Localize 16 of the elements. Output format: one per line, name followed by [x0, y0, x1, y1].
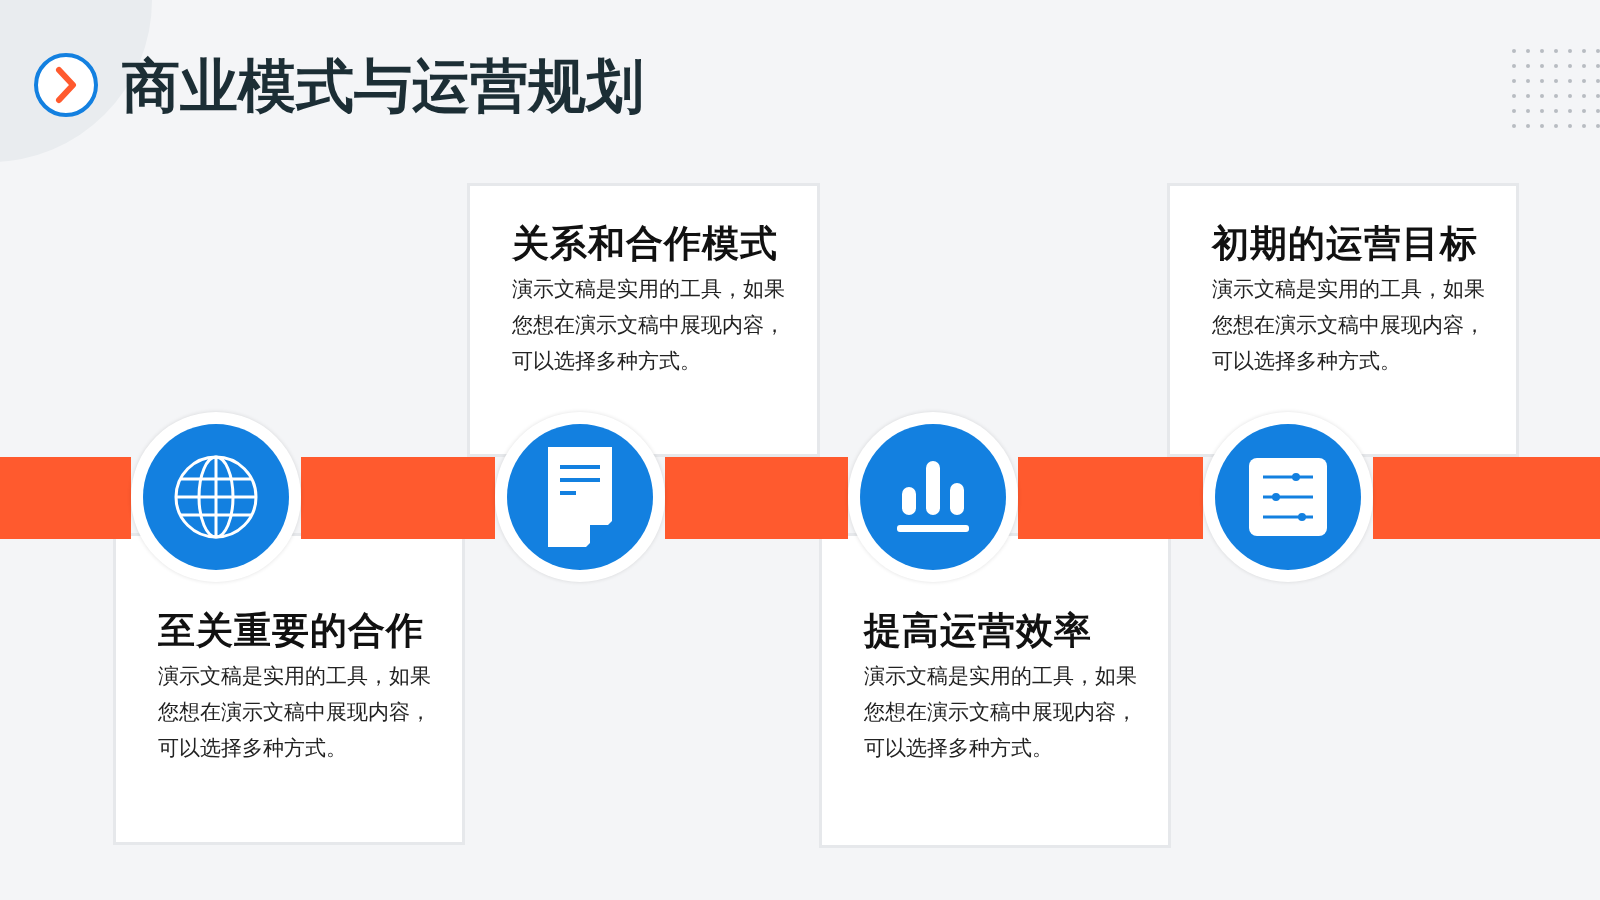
slide-title: 商业模式与运营规划 — [122, 51, 644, 122]
text-card — [467, 183, 820, 457]
text-card — [113, 533, 465, 845]
text-card — [1167, 183, 1519, 457]
card-heading: 初期的运营目标 — [1212, 221, 1478, 267]
card-description: 演示文稿是实用的工具，如果您想在演示文稿中展现内容，可以选择多种方式。 — [512, 276, 786, 375]
card-description: 演示文稿是实用的工具，如果您想在演示文稿中展现内容，可以选择多种方式。 — [158, 663, 432, 762]
timeline-band — [301, 457, 495, 539]
card-description: 演示文稿是实用的工具，如果您想在演示文稿中展现内容，可以选择多种方式。 — [864, 663, 1138, 762]
card-heading: 提高运营效率 — [864, 608, 1092, 654]
text-card — [819, 533, 1171, 848]
card-heading: 至关重要的合作 — [158, 608, 424, 654]
timeline-band — [665, 457, 848, 539]
card-heading: 关系和合作模式 — [512, 221, 778, 267]
card-description: 演示文稿是实用的工具，如果您想在演示文稿中展现内容，可以选择多种方式。 — [1212, 276, 1486, 375]
timeline-band — [1018, 457, 1203, 539]
